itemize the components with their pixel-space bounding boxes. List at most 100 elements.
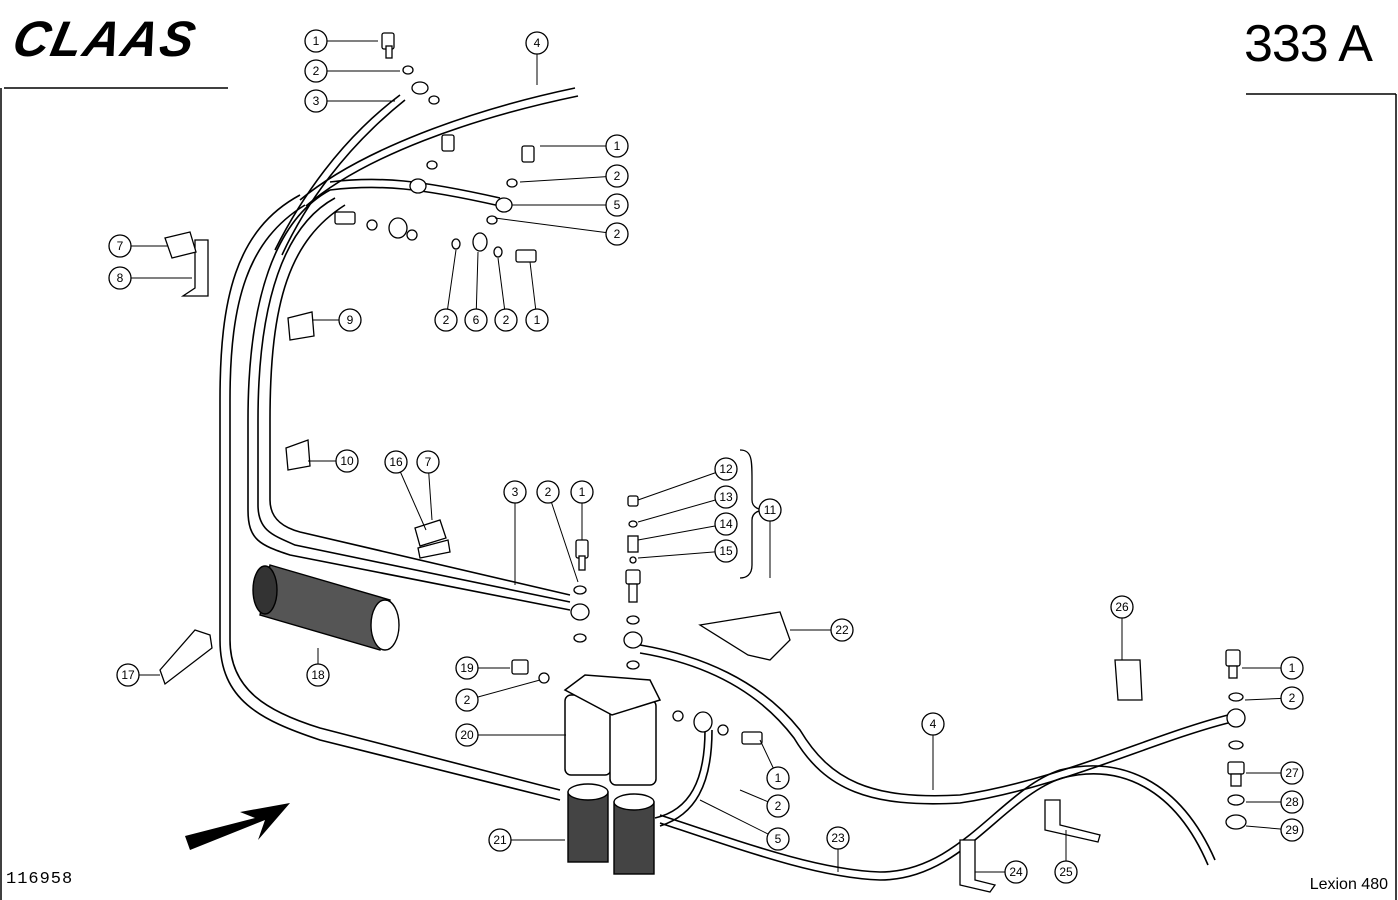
- callout-number: 13: [719, 490, 733, 504]
- callout-circle: [605, 193, 629, 217]
- callout-number: 11: [764, 503, 777, 517]
- callout-number: 28: [1285, 795, 1299, 809]
- fittings: [334, 32, 1247, 830]
- callout-number: 2: [313, 64, 320, 78]
- callout-17: 17: [116, 663, 140, 687]
- model-label: Lexion 480: [1309, 876, 1388, 893]
- callout-circle: [525, 31, 549, 55]
- callout-number: 1: [775, 771, 782, 785]
- callout-1: 1: [304, 29, 328, 53]
- callout-circle: [536, 480, 560, 504]
- callout-circle: [570, 480, 594, 504]
- hose-5: [654, 729, 713, 827]
- upper-hoses: [329, 178, 501, 207]
- leader-line-15: [637, 550, 727, 559]
- callout-29: 29: [1280, 818, 1304, 842]
- callout-2: 2: [304, 59, 328, 83]
- callout-number: 21: [493, 833, 507, 847]
- callout-circle: [1280, 790, 1304, 814]
- callout-number: 2: [1289, 691, 1296, 705]
- callout-number: 15: [719, 544, 733, 558]
- callout-circle: [503, 480, 527, 504]
- callout-number: 12: [719, 462, 733, 476]
- callout-circle: [455, 723, 479, 747]
- callout-8: 8: [108, 266, 132, 290]
- callout-circle: [714, 485, 738, 509]
- callout-circle: [826, 826, 850, 850]
- callout-circle: [605, 164, 629, 188]
- callout-1: 1: [605, 134, 629, 158]
- callout-circle: [525, 308, 549, 332]
- callout-circle: [488, 828, 512, 852]
- callout-1: 1: [1280, 656, 1304, 680]
- callout-6: 6: [464, 308, 488, 332]
- callout-circle: [494, 308, 518, 332]
- callout-circle: [335, 449, 359, 473]
- callout-25: 25: [1054, 860, 1078, 884]
- callout-1: 1: [570, 480, 594, 504]
- callout-15: 15: [714, 539, 738, 563]
- callout-2: 2: [536, 480, 560, 504]
- callout-circle: [306, 663, 330, 687]
- callout-7: 7: [108, 234, 132, 258]
- callout-circle: [304, 29, 328, 53]
- callout-number: 18: [311, 668, 325, 682]
- leader-line-14: [637, 523, 727, 541]
- brackets: [159, 231, 1143, 893]
- callout-number: 27: [1285, 766, 1299, 780]
- callout-number: 20: [460, 728, 474, 742]
- callout-23: 23: [826, 826, 850, 850]
- callout-4: 4: [921, 712, 945, 736]
- callout-number: 9: [347, 313, 354, 327]
- callout-circle: [384, 450, 408, 474]
- callout-27: 27: [1280, 761, 1304, 785]
- callout-10: 10: [335, 449, 359, 473]
- filter-elements: [567, 783, 655, 875]
- callout-circle: [1280, 656, 1304, 680]
- callout-28: 28: [1280, 790, 1304, 814]
- callout-circle: [758, 498, 782, 522]
- callout-number: 1: [313, 34, 320, 48]
- leader-line-2: [466, 679, 541, 701]
- callout-circle: [1280, 761, 1304, 785]
- callout-number: 10: [340, 454, 354, 468]
- callout-5: 5: [766, 827, 790, 851]
- callout-1: 1: [525, 308, 549, 332]
- callout-number: 17: [121, 668, 135, 682]
- callout-circle: [1280, 686, 1304, 710]
- callout-2: 2: [434, 308, 458, 332]
- callout-circle: [304, 59, 328, 83]
- filter-housing: [563, 674, 662, 786]
- callout-circle: [830, 618, 854, 642]
- leader-line-2: [494, 217, 618, 235]
- callout-2: 2: [766, 794, 790, 818]
- callout-circle: [464, 308, 488, 332]
- leader-line-2: [445, 249, 457, 321]
- callout-circle: [1280, 818, 1304, 842]
- callout-9: 9: [338, 308, 362, 332]
- callout-13: 13: [714, 485, 738, 509]
- direction-arrow: [185, 803, 290, 850]
- page-code: 333 A: [1243, 15, 1373, 73]
- callout-number: 6: [473, 313, 480, 327]
- frame-lines: [0, 87, 1397, 900]
- callout-circle: [714, 539, 738, 563]
- callout-number: 2: [464, 693, 471, 707]
- callout-number: 16: [389, 455, 403, 469]
- callout-2: 2: [494, 308, 518, 332]
- callout-number: 1: [534, 313, 541, 327]
- callout-number: 5: [775, 832, 782, 846]
- callout-number: 4: [930, 717, 937, 731]
- callout-2: 2: [1280, 686, 1304, 710]
- hose-bundle: [219, 94, 571, 801]
- hose-23: [659, 765, 1216, 881]
- callout-14: 14: [714, 512, 738, 536]
- callout-number: 2: [614, 227, 621, 241]
- callout-number: 5: [614, 198, 621, 212]
- callout-2: 2: [605, 164, 629, 188]
- callout-circle: [714, 457, 738, 481]
- callout-4: 4: [525, 31, 549, 55]
- callout-18: 18: [306, 663, 330, 687]
- callout-21: 21: [488, 828, 512, 852]
